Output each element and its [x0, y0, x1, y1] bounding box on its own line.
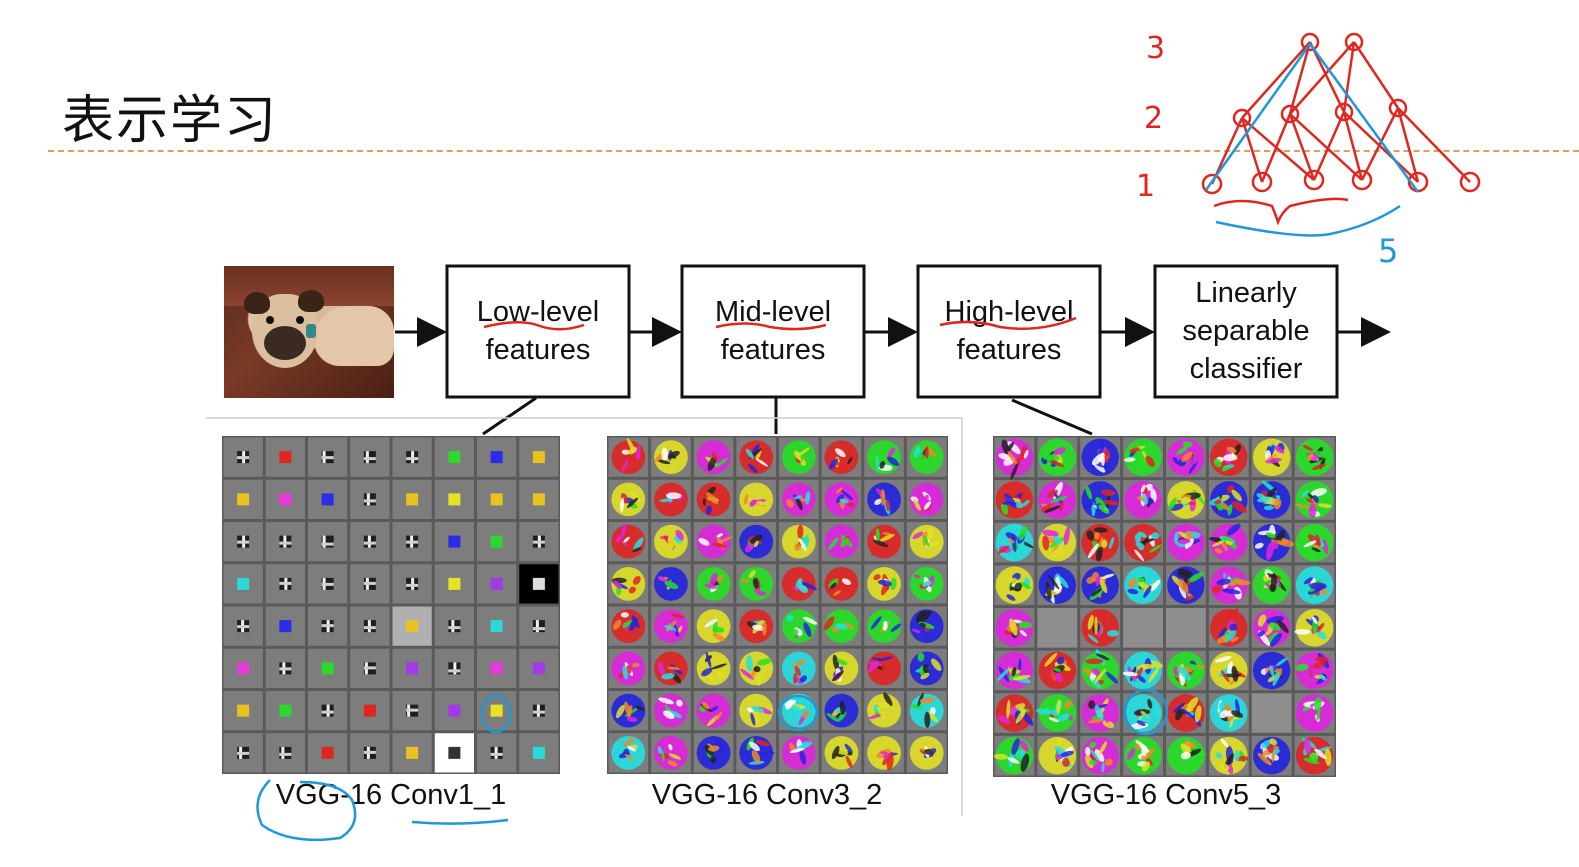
box-classifier [1153, 264, 1339, 399]
box-low-level [445, 264, 631, 399]
underline-high-level [939, 316, 1077, 330]
stage-mid-level-line2: features [720, 334, 826, 366]
handwritten-tree-sketch: 3 2 1 5 [1136, 31, 1481, 270]
level-number-2: 2 [1144, 101, 1163, 136]
box-mid-level [680, 264, 866, 399]
connector-low [482, 396, 537, 436]
title-divider [48, 150, 1579, 152]
filter-grid-conv1 [222, 436, 560, 774]
filter-cell [1037, 608, 1078, 648]
annotation-circle-conv3-cell [777, 694, 819, 732]
stage-high-level-line2: features [956, 334, 1062, 366]
stage-classifier-line3: classifier [1189, 353, 1303, 385]
stage-mid-level: Mid-level features [683, 267, 863, 395]
stage-low-level-line1: Low-level [476, 296, 600, 328]
annotation-circle-vgg-label [256, 779, 357, 842]
filter-cell [1166, 608, 1206, 648]
connector-high [1011, 398, 1093, 436]
filter-grid-conv5 [993, 436, 1336, 777]
level-number-1: 1 [1136, 169, 1155, 204]
filter-cell [1251, 693, 1292, 733]
count-label-5: 5 [1378, 232, 1398, 270]
filter-cell [1123, 608, 1163, 648]
grid-label-conv5: VGG-16 Conv5_3 [1050, 779, 1282, 811]
underline-low-level [483, 321, 585, 331]
stage-classifier: Linearly separable classifier [1156, 267, 1336, 395]
annotation-circle-conv1-cell [480, 694, 512, 734]
underline-mid-level [715, 322, 827, 331]
page-title: 表示学习 [62, 91, 279, 151]
stage-mid-level-line1: Mid-level [714, 296, 832, 328]
stage-classifier-line1: Linearly [1195, 277, 1297, 309]
box-high-level [916, 264, 1102, 399]
level-number-3: 3 [1146, 31, 1165, 66]
annotation-underline-conv1 [411, 818, 509, 825]
filter-grid-conv3 [607, 436, 948, 774]
stage-low-level-line2: features [485, 334, 591, 366]
grid-label-conv1: VGG-16 Conv1_1 [275, 779, 507, 811]
stage-classifier-line2: separable [1182, 315, 1310, 347]
stage-high-level: High-level features [919, 267, 1099, 395]
annotation-circle-conv5-cell [1123, 688, 1169, 736]
dog-photo [224, 266, 394, 398]
stage-low-level: Low-level features [448, 267, 628, 395]
grid-label-conv3: VGG-16 Conv3_2 [651, 779, 883, 811]
